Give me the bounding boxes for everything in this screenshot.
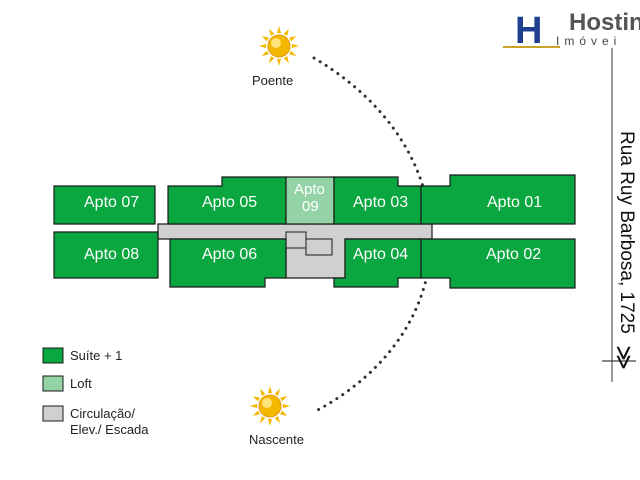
sun-ray [289,36,297,42]
sun-ray [280,396,288,402]
apto-01-label: Apto 01 [487,194,542,211]
sun-highlight [271,38,281,48]
sun-ray [267,418,273,426]
logo-monogram: H [515,10,542,52]
apto-09-label-line2: 09 [302,198,319,215]
elevator-block [285,231,307,249]
sun-ray [274,388,280,396]
sun-ray [261,50,269,56]
direction-east-label: Nascente [249,432,304,447]
legend-swatch-loft [42,375,64,392]
sun-ray [252,396,260,402]
legend-swatch-suite [42,347,64,364]
sun-icon-west [259,26,299,66]
sun-ray [276,58,282,66]
sun-icon-east [250,386,290,426]
sun-ray [261,36,269,42]
apto-02-unit [420,238,576,289]
logo-subtitle: Imóvei [556,34,621,48]
floor-plan: Apto 07 Apto 05 Apto 03 Apto 01 Apto 08 … [53,174,576,289]
sun-ray [269,56,275,64]
apto-06-label: Apto 06 [202,246,257,263]
legend-label-circulation-line1: Circulação/ [70,406,135,421]
legend: Suíte + 1 Loft Circulação/ Elev./ Escada [42,347,149,437]
sun-ray [291,43,299,49]
apto-09-label-line1: Apto [294,181,325,198]
apto-06-unit [169,238,287,288]
legend-label-circulation-line2: Elev./ Escada [70,422,149,437]
stair-block [305,238,333,256]
apto-03-label: Apto 03 [353,194,408,211]
legend-label-suite: Suíte + 1 [70,348,122,363]
sun-ray [269,28,275,36]
sun-path-arc [312,56,433,414]
sun-ray [283,28,289,36]
apto-07-unit [53,185,156,225]
company-logo: H Hostin Imóvei [503,9,640,52]
legend-swatch-circulation [42,405,64,422]
sun-ray [260,388,266,396]
sun-ray [252,410,260,416]
logo-h-mark [516,12,546,46]
sun-ray [276,26,282,34]
sun-highlight [262,398,272,408]
direction-west-label: Poente [252,73,293,88]
sun-ray [282,403,290,409]
logo-name: Hostin [569,9,640,36]
sun-ray [260,416,266,424]
apto-01-unit [420,174,576,225]
apto-07-label: Apto 07 [84,194,139,211]
apto-08-unit [53,231,159,279]
sun-ray [274,416,280,424]
sun-ray [259,43,267,49]
apto-02-label: Apto 02 [486,246,541,263]
legend-label-loft: Loft [70,376,92,391]
apto-04-label: Apto 04 [353,246,408,263]
sun-ray [250,403,258,409]
apto-05-label: Apto 05 [202,194,257,211]
sun-ray [280,410,288,416]
sun-ray [267,386,273,394]
apto-08-label: Apto 08 [84,246,139,263]
sun-ray [283,56,289,64]
street-arrow: ≫ [610,345,638,370]
street-label: Rua Ruy Barbosa, 1725 [616,131,637,334]
apto-09-loft-unit [285,176,335,225]
sun-ray [289,50,297,56]
